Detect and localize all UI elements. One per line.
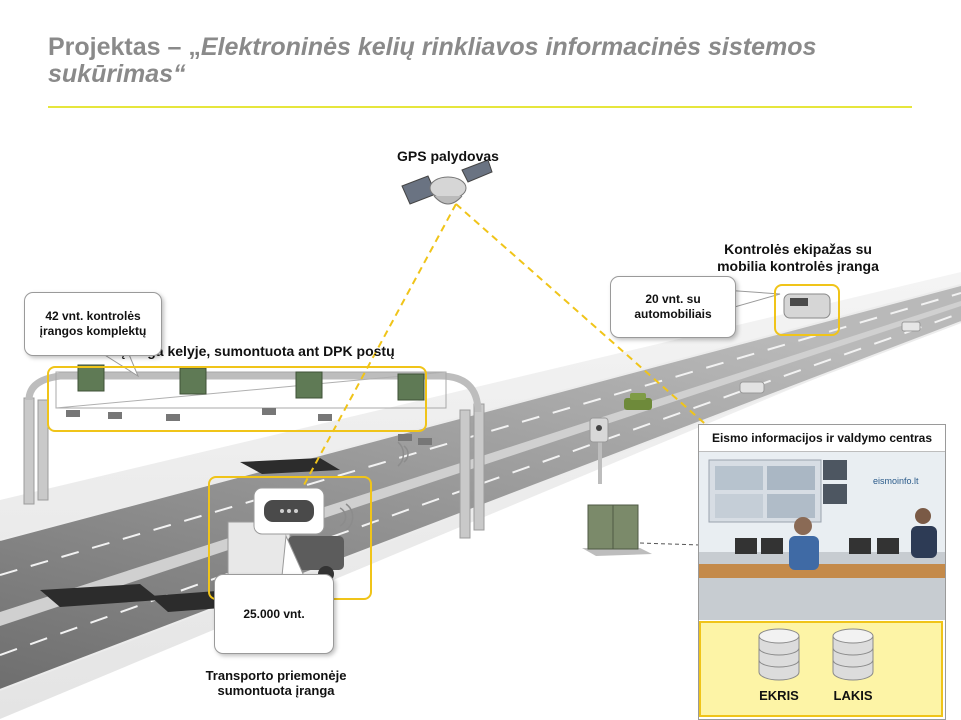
control-desk	[699, 564, 945, 578]
control-room-photo: eismoinfo.lt	[699, 452, 945, 620]
car-white-far	[739, 381, 765, 394]
roadside-cabinet	[582, 504, 652, 556]
callout-cars: 20 vnt. su automobiliais	[610, 276, 736, 338]
database-icon	[758, 628, 800, 681]
gps-links	[297, 203, 713, 497]
databases-area: EKRIS LAKIS	[699, 621, 943, 717]
database-label: EKRIS	[759, 688, 799, 703]
operator	[794, 517, 812, 535]
database-lakis: LAKIS	[827, 627, 879, 703]
database-icon	[832, 628, 874, 681]
gantry-highlight	[47, 366, 427, 432]
car-green	[624, 393, 652, 410]
cabinet-link-line	[639, 542, 701, 546]
database-ekris: EKRIS	[753, 627, 805, 703]
road-sensor-plate	[240, 458, 340, 474]
gantry	[23, 371, 485, 539]
roadside-camera	[589, 417, 609, 484]
page-title: Projektas – „Elektroninės kelių rinkliav…	[48, 34, 928, 88]
title-italic: Elektroninės kelių rinkliavos informacin…	[48, 33, 817, 88]
gantry-equipment	[77, 364, 425, 401]
title-suffix: “	[173, 60, 186, 88]
control-center-title: Eismo informacijos ir valdymo centras	[699, 425, 945, 452]
vehicle-equipment-label: Transporto priemonėje sumontuota įranga	[205, 668, 347, 698]
control-car-highlight	[774, 284, 840, 336]
obu-device	[253, 487, 325, 535]
database-label: LAKIS	[833, 688, 873, 703]
callout-obu: 25.000 vnt.	[214, 574, 334, 654]
title-prefix: Projektas – „	[48, 33, 201, 61]
signal-waves	[339, 441, 409, 531]
gantry-cameras	[66, 408, 432, 445]
car-white-distant	[901, 321, 921, 332]
control-center-panel: Eismo informacijos ir valdymo centras ei…	[698, 424, 946, 720]
operator	[915, 508, 931, 524]
road-sensor-plate	[40, 584, 160, 607]
callout-gantry-units: 42 vnt. kontrolės įrangos komplektų	[24, 292, 162, 356]
screen-logo: eismoinfo.lt	[873, 476, 919, 486]
gps-label: GPS palydovas	[397, 148, 499, 164]
control-van	[783, 293, 831, 319]
control-crew-label: Kontrolės ekipažas su mobilia kontrolės …	[717, 241, 879, 274]
title-underline	[48, 106, 912, 108]
gps-satellite	[401, 159, 493, 205]
